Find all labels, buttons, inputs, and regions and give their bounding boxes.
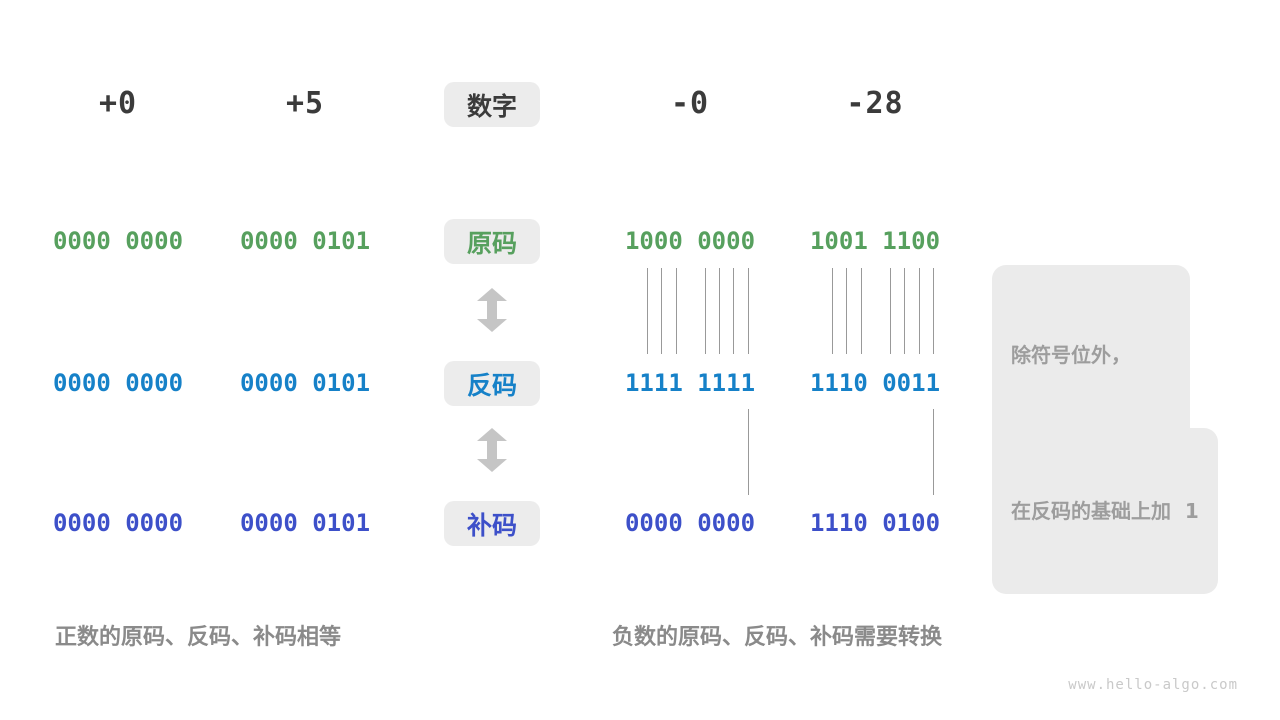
header-number-plus0: +0 (98, 86, 138, 121)
bit-flip-line (719, 268, 720, 354)
twos-complement-minus0: 0000 0000 (624, 509, 756, 537)
sign-magnitude-plus5: 0000 0101 (239, 227, 371, 255)
header-label-badge: 数字 (444, 82, 540, 127)
updown-arrow-icon (477, 428, 507, 472)
bit-flip-line (861, 268, 862, 354)
bit-flip-line (676, 268, 677, 354)
sign-magnitude-minus28: 1001 1100 (809, 227, 941, 255)
bit-flip-line (904, 268, 905, 354)
caption-negative: 负数的原码、反码、补码需要转换 (612, 625, 943, 650)
header-number-minus28: -28 (846, 86, 904, 121)
note-flip-bits-line1: 除符号位外， (1011, 343, 1131, 367)
ones-complement-badge: 反码 (444, 361, 540, 406)
note-add-one-line1: 在反码的基础上加 1 (1011, 499, 1199, 523)
bit-flip-line (733, 268, 734, 354)
bit-flip-line (647, 268, 648, 354)
header-number-plus5: +5 (285, 86, 325, 121)
sign-magnitude-label: 原码 (466, 228, 517, 258)
twos-complement-plus0: 0000 0000 (52, 509, 184, 537)
bit-flip-line (933, 268, 934, 354)
twos-complement-plus5: 0000 0101 (239, 509, 371, 537)
carry-line (748, 409, 749, 495)
caption-positive: 正数的原码、反码、补码相等 (55, 625, 342, 650)
sign-magnitude-badge: 原码 (444, 219, 540, 264)
watermark: www.hello-algo.com (1068, 677, 1238, 693)
carry-line (933, 409, 934, 495)
bit-flip-line (832, 268, 833, 354)
bit-flip-line (748, 268, 749, 354)
ones-complement-plus0: 0000 0000 (52, 369, 184, 397)
bit-flip-line (661, 268, 662, 354)
ones-complement-minus28: 1110 0011 (809, 369, 941, 397)
header-label: 数字 (466, 91, 517, 121)
ones-complement-plus5: 0000 0101 (239, 369, 371, 397)
bit-flip-line (890, 268, 891, 354)
ones-complement-label: 反码 (466, 370, 517, 400)
note-add-one: 在反码的基础上加 1 (992, 428, 1218, 594)
twos-complement-minus28: 1110 0100 (809, 509, 941, 537)
header-number-minus0: -0 (670, 86, 710, 121)
twos-complement-badge: 补码 (444, 501, 540, 546)
sign-magnitude-plus0: 0000 0000 (52, 227, 184, 255)
bit-flip-line (705, 268, 706, 354)
bit-flip-line (846, 268, 847, 354)
updown-arrow-icon (477, 288, 507, 332)
sign-magnitude-minus0: 1000 0000 (624, 227, 756, 255)
ones-complement-minus0: 1111 1111 (624, 369, 756, 397)
twos-complement-label: 补码 (466, 510, 517, 540)
bit-flip-line (919, 268, 920, 354)
